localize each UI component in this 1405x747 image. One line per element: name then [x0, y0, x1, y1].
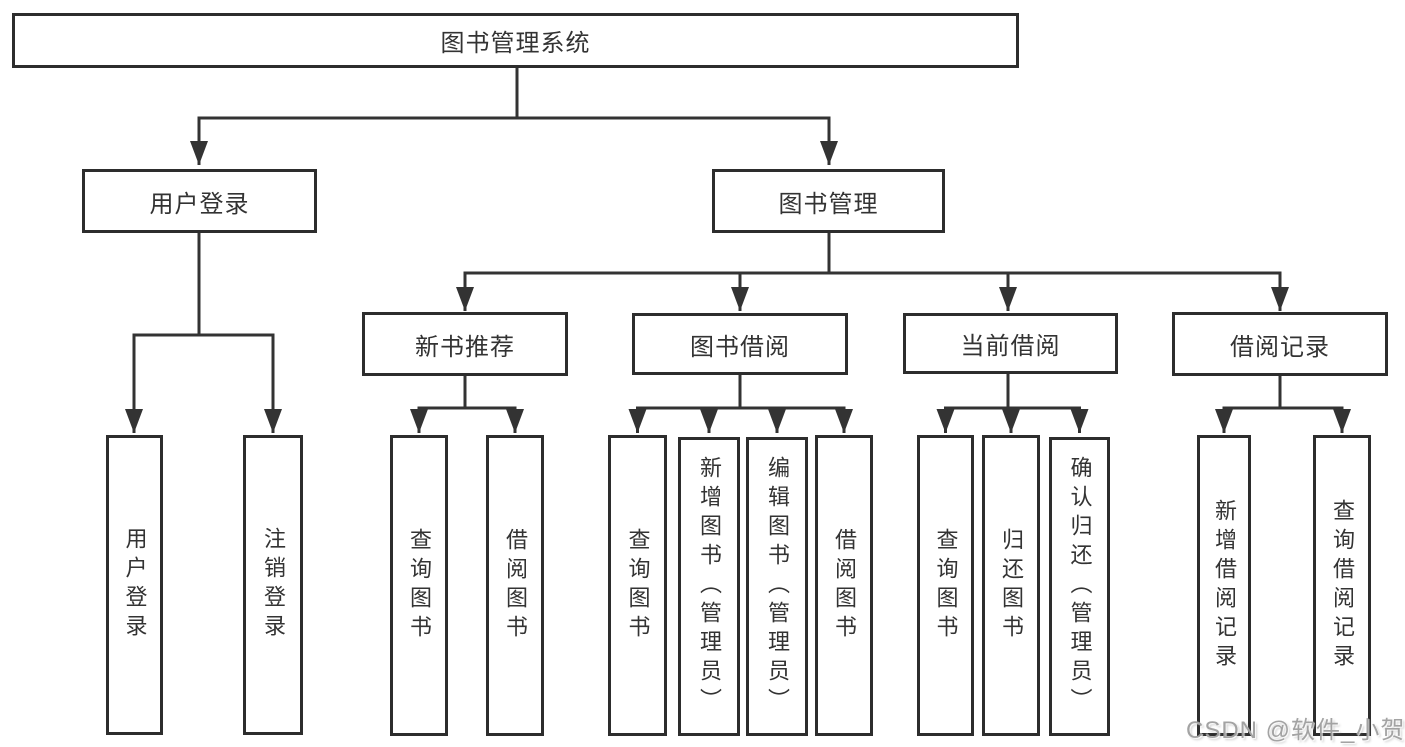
node-label: 当前借阅 — [960, 333, 1061, 360]
node-label: 新增图书（管理员） — [697, 456, 722, 717]
node-label: 借阅记录 — [1230, 333, 1330, 361]
leaf-borrow-books-recommend: 借阅图书 — [486, 435, 544, 736]
node-label: 图书管理系统 — [440, 30, 591, 57]
node-borrow-records: 借阅记录 — [1172, 312, 1388, 376]
node-label: 图书借阅 — [690, 333, 790, 361]
leaf-query-books-borrow: 查询图书 — [608, 435, 667, 736]
leaf-confirm-return-admin: 确认归还（管理员） — [1049, 437, 1110, 736]
node-label: 注销登录 — [261, 527, 286, 643]
node-label: 查询图书 — [407, 527, 432, 644]
node-label: 图书管理 — [778, 190, 879, 218]
connector-new-book-recommend-to-leaves — [410, 376, 524, 433]
leaf-add-books-admin: 新增图书（管理员） — [678, 437, 740, 736]
node-label: 新书推荐 — [415, 333, 515, 361]
connector-book-borrow-to-leaves — [628, 375, 853, 433]
node-label: 查询图书 — [625, 527, 651, 644]
node-label: 确认归还（管理员） — [1067, 456, 1093, 717]
csdn-watermark: CSDN @软件_小贺同学 — [1186, 717, 1405, 744]
leaf-borrow-books: 借阅图书 — [815, 435, 873, 736]
node-user-login: 用户登录 — [82, 169, 317, 233]
node-library-management-system: 图书管理系统 — [12, 13, 1019, 68]
leaf-query-books-current: 查询图书 — [917, 435, 974, 736]
node-label: 用户登录 — [122, 527, 148, 643]
connector-borrow-records-to-leaves — [1215, 376, 1351, 433]
node-label: 借阅图书 — [832, 527, 857, 644]
leaf-user-login: 用户登录 — [106, 435, 163, 735]
connector-book-management-to-level3 — [456, 233, 1289, 311]
leaf-edit-books-admin: 编辑图书（管理员） — [746, 437, 808, 736]
leaf-add-borrow-record: 新增借阅记录 — [1197, 435, 1251, 736]
leaf-logout: 注销登录 — [243, 435, 303, 735]
node-label: 用户登录 — [149, 190, 250, 218]
node-label: 编辑图书（管理员） — [765, 456, 790, 717]
leaf-query-borrow-record: 查询借阅记录 — [1313, 435, 1371, 736]
node-label: 新增借阅记录 — [1212, 498, 1237, 673]
connector-user-login-to-leaves — [125, 233, 282, 433]
leaf-return-books: 归还图书 — [982, 435, 1040, 736]
node-current-borrow: 当前借阅 — [903, 313, 1118, 374]
node-book-management: 图书管理 — [712, 169, 945, 233]
connector-current-borrow-to-leaves — [936, 374, 1089, 433]
node-label: 归还图书 — [999, 527, 1024, 644]
node-label: 借阅图书 — [503, 527, 528, 644]
connector-root-to-level2 — [190, 68, 838, 165]
node-label: 查询图书 — [933, 527, 959, 644]
node-label: 查询借阅记录 — [1330, 498, 1355, 673]
node-book-borrow: 图书借阅 — [632, 313, 848, 375]
leaf-query-books-recommend: 查询图书 — [390, 435, 448, 736]
node-new-book-recommend: 新书推荐 — [362, 312, 568, 376]
